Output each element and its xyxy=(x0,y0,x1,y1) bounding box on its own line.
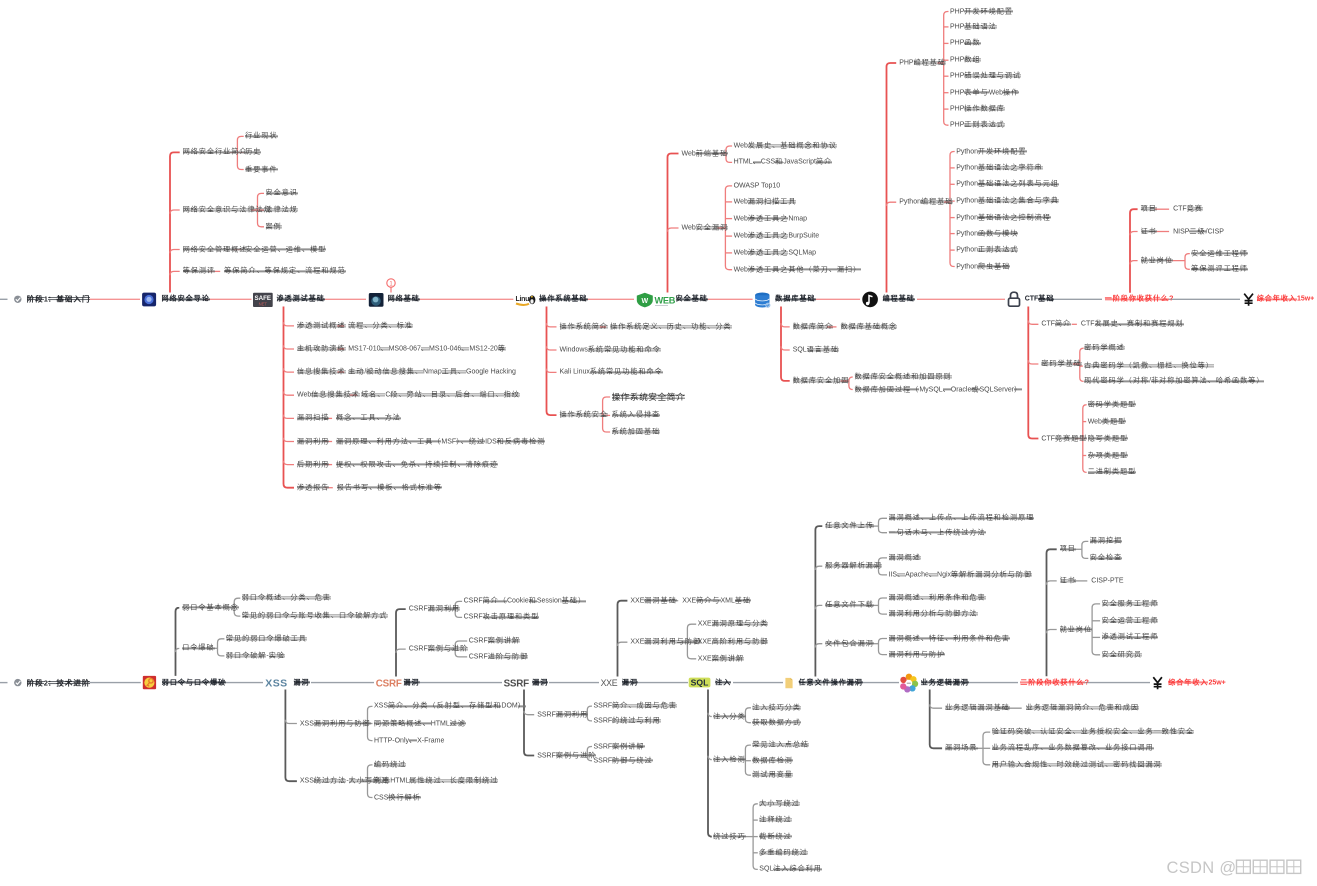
svg-text:W: W xyxy=(641,298,648,305)
svg-text:1: 1 xyxy=(389,281,393,287)
svg-text:CSDN @: CSDN @ xyxy=(1167,859,1237,877)
svg-text:XSS: XSS xyxy=(265,677,287,689)
svg-text:SSRF: SSRF xyxy=(504,679,530,690)
svg-text:NET: NET xyxy=(259,302,268,307)
svg-text:XXE: XXE xyxy=(601,678,618,688)
svg-text:WEB: WEB xyxy=(655,295,676,305)
svg-text:SAFE: SAFE xyxy=(255,295,272,302)
svg-text:SQL: SQL xyxy=(691,678,709,688)
svg-text:CSRF: CSRF xyxy=(376,679,402,690)
svg-text:Linux: Linux xyxy=(516,296,534,303)
